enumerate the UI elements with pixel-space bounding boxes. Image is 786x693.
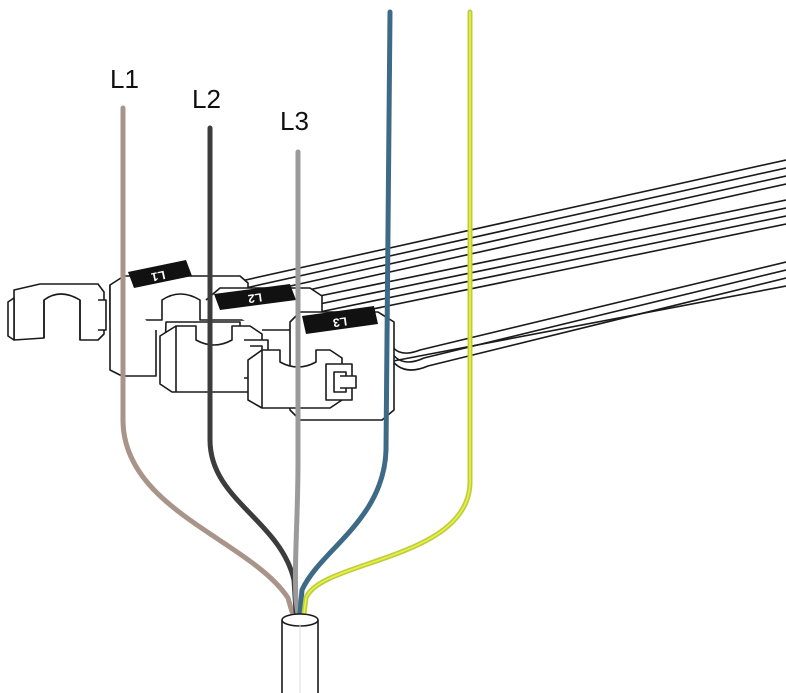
clamp-tag-l3-text: L3: [332, 314, 348, 330]
wire-l2: [207, 125, 299, 615]
clamp-tag-l1-text: L1: [150, 268, 167, 285]
label-l3: L3: [280, 106, 309, 136]
wire-earth-stripe: [303, 11, 471, 615]
wire-l1: [120, 105, 295, 615]
wire-l3: [292, 149, 301, 617]
clamp-tag-l3: L3: [302, 306, 378, 334]
clamp-tag-l2: L2: [214, 284, 296, 310]
label-l2: L2: [192, 84, 221, 114]
clamp-tag-l2-text: L2: [247, 290, 263, 306]
label-l1: L1: [110, 64, 139, 94]
wire-neutral: [297, 9, 393, 617]
current-clamp-l3: [247, 311, 395, 421]
wires: [120, 9, 473, 617]
main-cable-sheath: [281, 613, 319, 693]
open-clamp-piece: [7, 283, 107, 341]
clamp-tag-l1: L1: [128, 260, 192, 288]
